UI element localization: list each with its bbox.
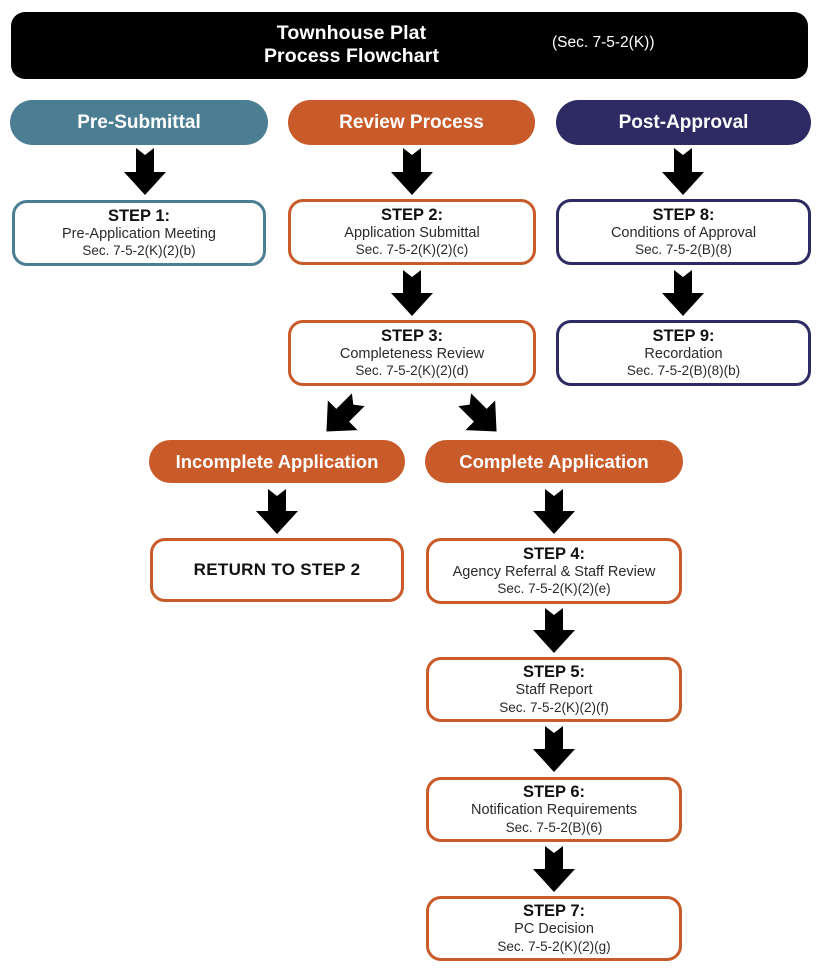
arrow-step3-to-complete	[452, 393, 510, 439]
step-box-step6[interactable]: STEP 6: Notification Requirements Sec. 7…	[426, 777, 682, 842]
arrow-pre-to-step1	[122, 148, 168, 196]
arrow-post-to-step8	[660, 148, 706, 196]
title-line-1: Townhouse Plat	[276, 22, 427, 45]
arrow-step4-to-step5	[531, 608, 577, 654]
branch-pill-complete-application[interactable]: Complete Application	[425, 440, 683, 483]
step-subtitle: PC Decision	[514, 921, 594, 938]
arrow-step8-to-step9	[660, 270, 706, 317]
step-title: STEP 9:	[652, 326, 715, 345]
column-header-review-process: Review Process	[288, 100, 535, 145]
step-subtitle: Notification Requirements	[470, 802, 638, 819]
step-subtitle: Application Submittal	[344, 224, 480, 241]
title-section-citation: (Sec. 7-5-2(K))	[552, 34, 655, 51]
step-citation: Sec. 7-5-2(K)(2)(d)	[355, 363, 469, 379]
step-title: RETURN TO STEP 2	[193, 560, 361, 580]
step-subtitle: Pre-Application Meeting	[62, 225, 216, 242]
step-box-step4[interactable]: STEP 4: Agency Referral & Staff Review S…	[426, 538, 682, 604]
branch-label: Complete Application	[459, 450, 649, 472]
step-title: STEP 5:	[522, 663, 586, 682]
arrow-step3-to-incomplete	[313, 393, 371, 439]
arrow-step5-to-step6	[531, 726, 577, 773]
step-box-step1[interactable]: STEP 1: Pre-Application Meeting Sec. 7-5…	[12, 200, 266, 266]
arrow-complete-to-step4	[531, 489, 577, 535]
step-title: STEP 7:	[522, 902, 586, 921]
step-title: STEP 8:	[652, 205, 715, 224]
column-header-pre-submittal: Pre-Submittal	[10, 100, 268, 145]
step-subtitle: Conditions of Approval	[610, 224, 757, 241]
arrow-review-to-step2	[389, 148, 435, 196]
step-subtitle: Staff Report	[515, 682, 593, 699]
step-citation: Sec. 7-5-2(B)(8)(b)	[626, 363, 741, 379]
column-header-label: Review Process	[339, 111, 484, 133]
step-citation: Sec. 7-5-2(B)(8)	[635, 242, 732, 258]
arrow-step6-to-step7	[531, 846, 577, 893]
step-box-step5[interactable]: STEP 5: Staff Report Sec. 7-5-2(K)(2)(f)	[426, 657, 682, 722]
title-text-stack: Townhouse Plat Process Flowchart	[11, 12, 808, 79]
branch-label: Incomplete Application	[175, 450, 379, 472]
step-citation: Sec. 7-5-2(B)(6)	[505, 819, 603, 835]
column-header-label: Post-Approval	[618, 111, 749, 133]
step-box-step9[interactable]: STEP 9: Recordation Sec. 7-5-2(B)(8)(b)	[556, 320, 811, 386]
step-box-step7[interactable]: STEP 7: PC Decision Sec. 7-5-2(K)(2)(g)	[426, 896, 682, 961]
step-box-step8[interactable]: STEP 8: Conditions of Approval Sec. 7-5-…	[556, 199, 811, 265]
step-citation: Sec. 7-5-2(K)(2)(b)	[82, 243, 196, 259]
step-box-step3[interactable]: STEP 3: Completeness Review Sec. 7-5-2(K…	[288, 320, 536, 386]
step-citation: Sec. 7-5-2(K)(2)(c)	[355, 242, 469, 258]
step-title: STEP 6:	[522, 783, 586, 802]
step-subtitle: Recordation	[644, 345, 723, 362]
step-box-return-to-step2[interactable]: RETURN TO STEP 2	[150, 538, 404, 602]
column-header-label: Pre-Submittal	[77, 111, 201, 133]
step-title: STEP 3:	[380, 326, 444, 345]
step-title: STEP 2:	[380, 205, 444, 224]
step-citation: Sec. 7-5-2(K)(2)(g)	[497, 938, 611, 954]
title-line-2: Process Flowchart	[263, 45, 440, 67]
title-banner: Townhouse Plat Process Flowchart (Sec. 7…	[11, 12, 808, 79]
step-subtitle: Agency Referral & Staff Review	[452, 563, 656, 580]
column-header-post-approval: Post-Approval	[556, 100, 811, 145]
step-citation: Sec. 7-5-2(K)(2)(e)	[497, 581, 611, 597]
step-citation: Sec. 7-5-2(K)(2)(f)	[499, 699, 609, 715]
arrow-step2-to-step3	[389, 270, 435, 317]
arrow-incomplete-to-return	[254, 489, 300, 535]
step-subtitle: Completeness Review	[339, 345, 485, 362]
step-title: STEP 4:	[522, 544, 586, 563]
step-box-step2[interactable]: STEP 2: Application Submittal Sec. 7-5-2…	[288, 199, 536, 265]
branch-pill-incomplete-application[interactable]: Incomplete Application	[149, 440, 405, 483]
step-title: STEP 1:	[107, 206, 171, 225]
